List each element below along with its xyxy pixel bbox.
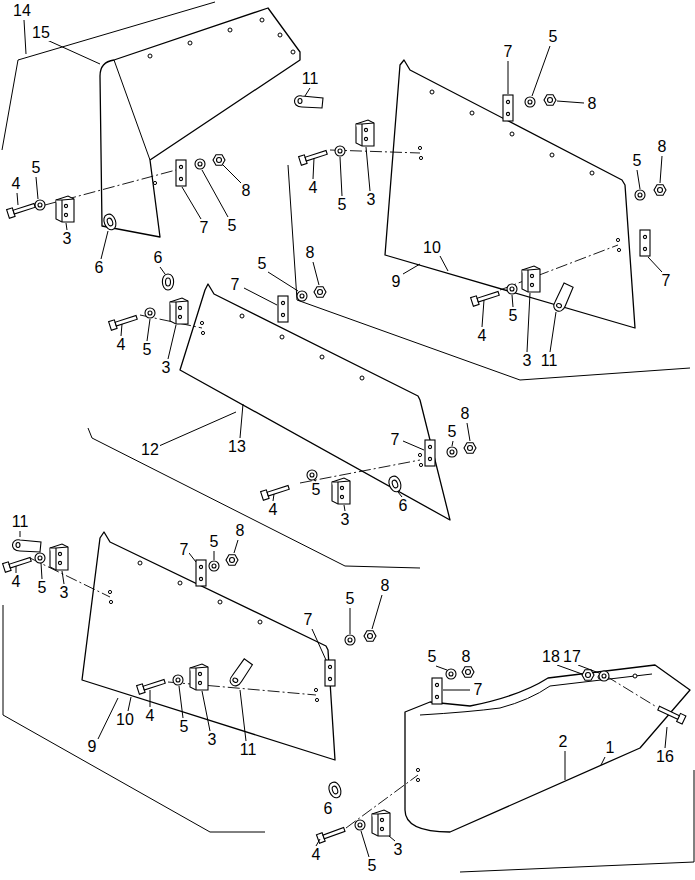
callout-number: 4: [268, 502, 279, 518]
callout-number: 1: [605, 740, 616, 756]
callout-number: 8: [460, 406, 471, 422]
callout-number: 6: [323, 801, 334, 817]
callout-number: 4: [311, 847, 322, 863]
callout-number: 8: [380, 578, 391, 594]
callout-number: 12: [140, 442, 160, 458]
callout-number: 8: [587, 96, 598, 112]
callout-number: 7: [390, 432, 401, 448]
callout-number: 7: [303, 612, 314, 628]
callout-number: 7: [179, 542, 190, 558]
callout-number: 3: [366, 192, 377, 208]
callout-number: 18: [541, 649, 561, 665]
callout-number: 11: [11, 514, 30, 530]
callout-number: 5: [367, 858, 378, 874]
callout-number: 7: [661, 273, 672, 289]
callout-number: 7: [199, 220, 210, 236]
callout-number: 5: [345, 591, 356, 607]
callout-number: 5: [508, 308, 519, 324]
callout-number: 17: [562, 649, 582, 665]
callout-number: 8: [235, 523, 246, 539]
callout-number: 5: [31, 160, 42, 176]
callout-number: 4: [11, 574, 22, 590]
callout-number: 8: [461, 649, 472, 665]
callout-number: 15: [31, 25, 51, 41]
callout-number: 9: [87, 739, 98, 755]
callout-number: 10: [115, 712, 135, 728]
callout-number: 3: [522, 353, 533, 369]
callout-number: 7: [473, 682, 484, 698]
callout-number: 5: [632, 153, 643, 169]
callout-number: 3: [393, 842, 404, 858]
callout-number: 6: [398, 498, 409, 514]
callout-number: 2: [558, 734, 569, 750]
callout-number: 5: [337, 197, 348, 213]
callout-number: 5: [447, 424, 458, 440]
callout-number: 11: [239, 742, 258, 758]
callout-number: 7: [503, 44, 514, 60]
callout-number: 5: [209, 534, 220, 550]
callout-number: 11: [540, 353, 559, 369]
callout-number: 4: [477, 328, 488, 344]
callout-number: 3: [62, 231, 73, 247]
callout-number: 8: [305, 245, 316, 261]
callout-number: 3: [340, 512, 351, 528]
callout-number: 5: [548, 29, 559, 45]
callout-number: 4: [116, 337, 127, 353]
callout-number: 5: [142, 342, 153, 358]
callout-number: 5: [37, 580, 48, 596]
callout-number: 4: [308, 180, 319, 196]
callout-number: 13: [227, 439, 247, 455]
callout-number: 4: [11, 176, 22, 192]
callout-number: 5: [227, 218, 238, 234]
callout-number: 14: [12, 3, 32, 19]
callout-number: 16: [655, 749, 675, 765]
callout-number: 3: [207, 732, 218, 748]
callout-number: 5: [427, 649, 438, 665]
callout-number: 3: [59, 585, 70, 601]
callout-number: 4: [145, 708, 156, 724]
callout-number: 8: [241, 183, 252, 199]
callout-number: 6: [94, 260, 105, 276]
callout-number: 9: [391, 274, 402, 290]
callout-number: 10: [422, 240, 442, 256]
callout-number: 5: [179, 719, 190, 735]
callout-number: 6: [153, 250, 164, 266]
callout-number: 11: [301, 71, 320, 87]
callout-number: 7: [230, 277, 241, 293]
callout-number: 5: [311, 482, 322, 498]
callout-number: 8: [657, 139, 668, 155]
callout-number: 3: [161, 360, 172, 376]
callout-number: 5: [257, 256, 268, 272]
